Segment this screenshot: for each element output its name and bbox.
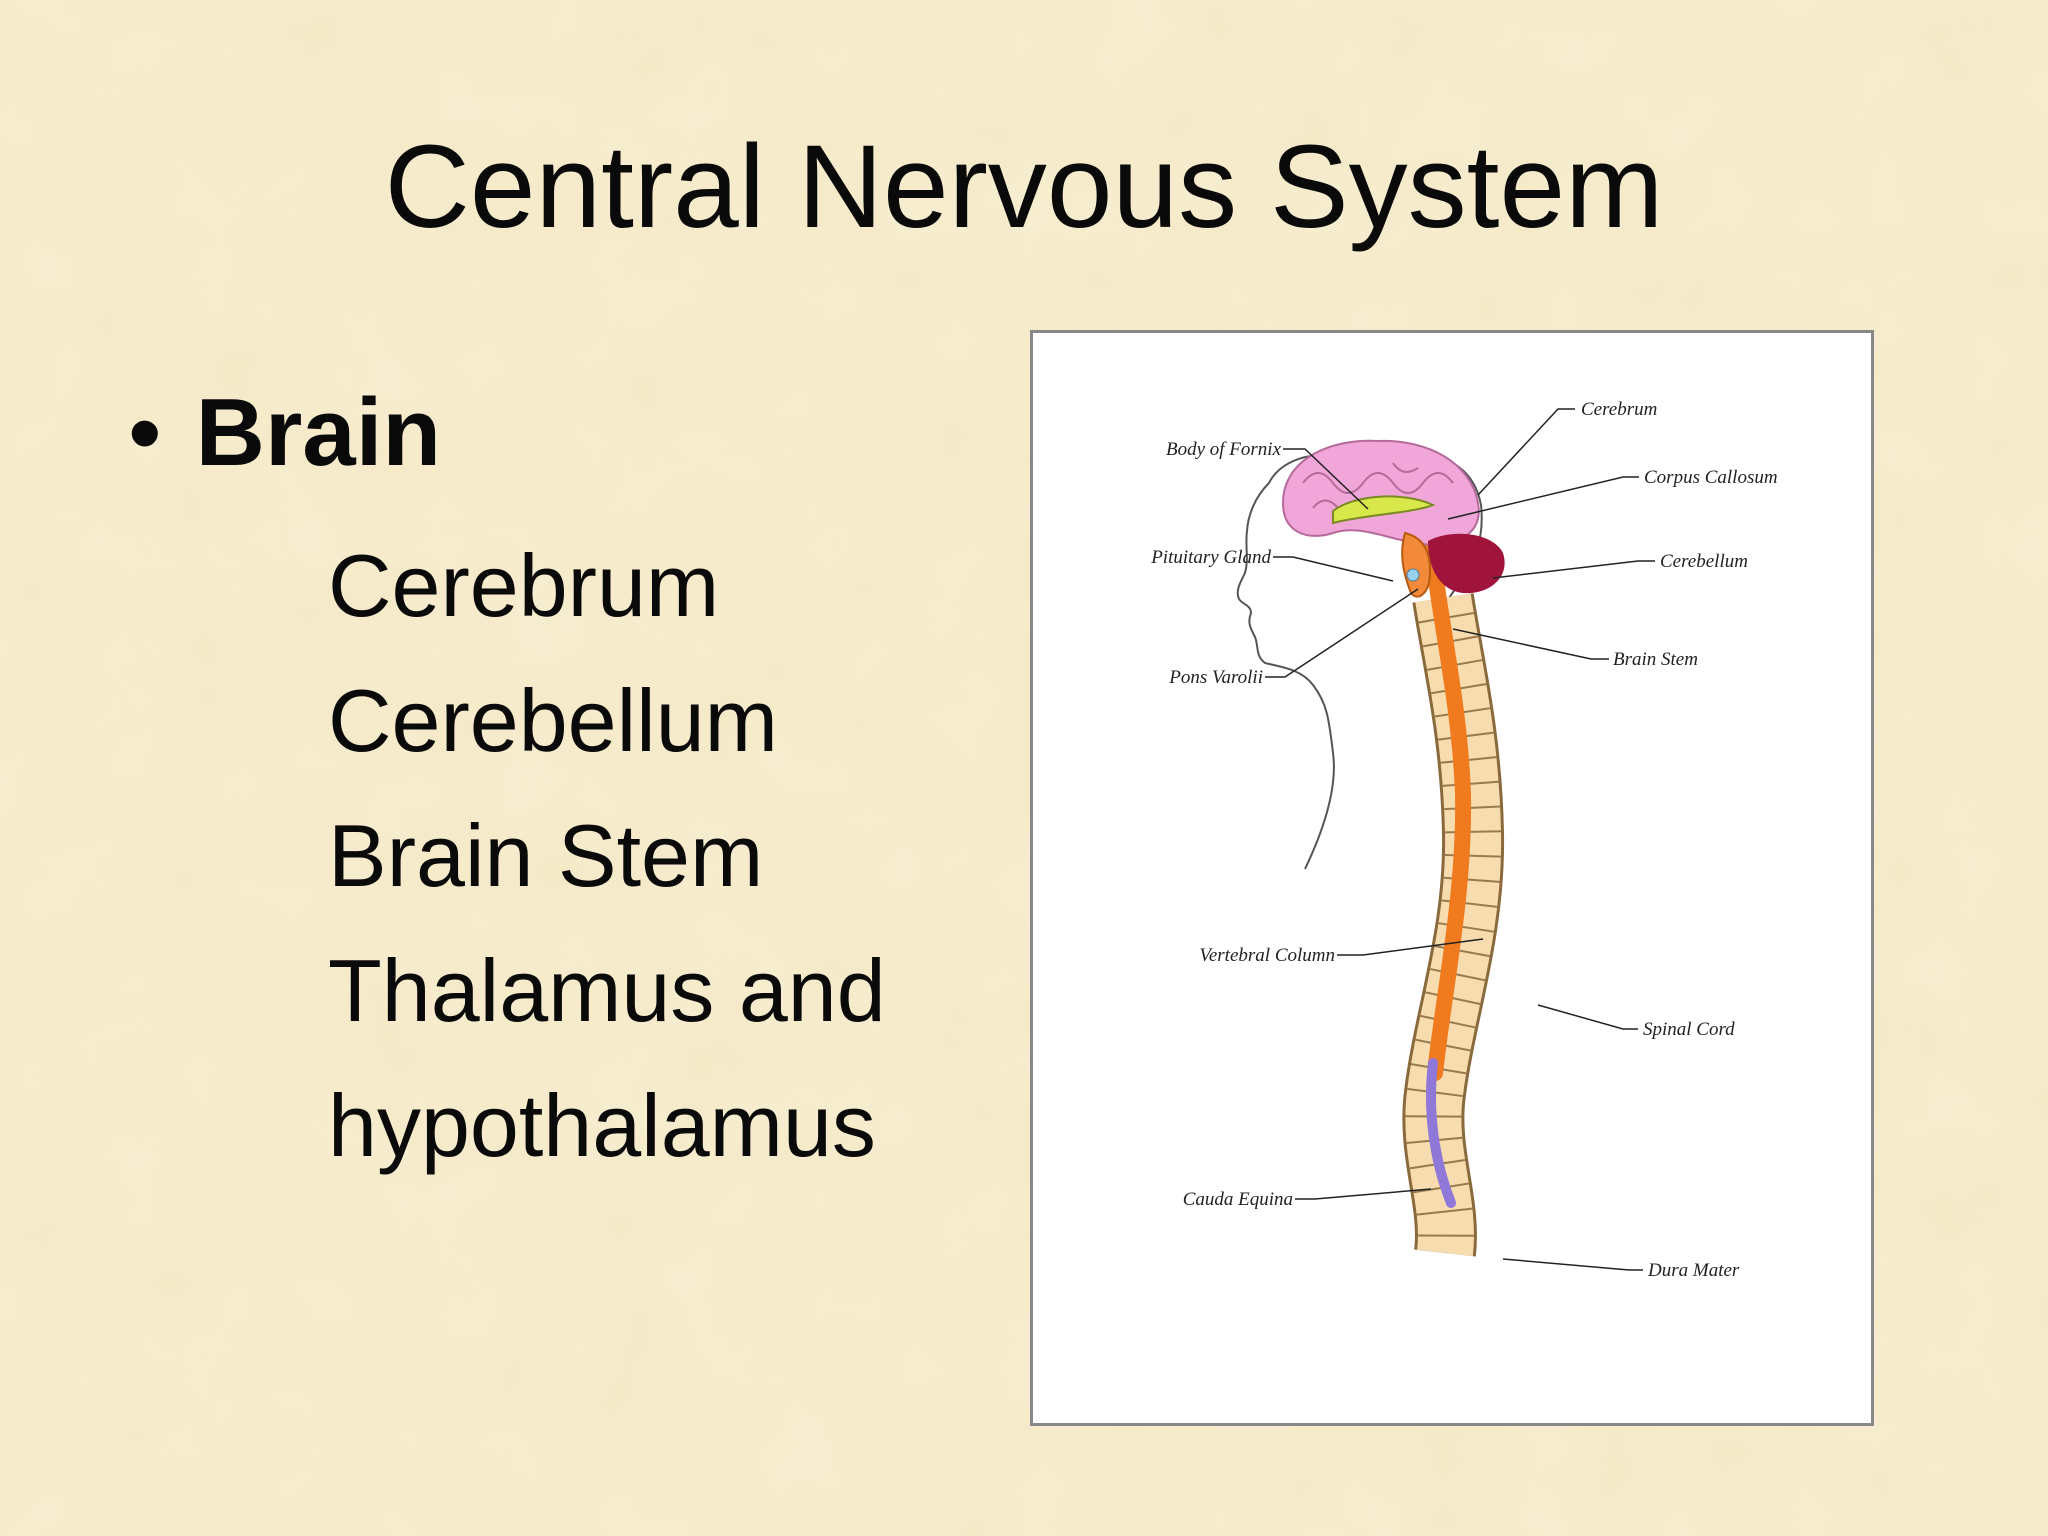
bullet-dot-icon: •	[128, 379, 162, 486]
pituitary-gland	[1406, 568, 1420, 582]
head-outline	[1236, 453, 1335, 870]
vertebra-separator	[1416, 1207, 1473, 1216]
vertebra-separator	[1430, 968, 1486, 982]
label-pons-varolii: Pons Varolii	[1168, 667, 1263, 688]
label-body-of-fornix: Body of Fornix	[1166, 439, 1282, 460]
label-cerebellum: Cerebellum	[1660, 551, 1748, 572]
label-dura-mater: Dura Mater	[1647, 1260, 1740, 1281]
list-item: Cerebellum	[328, 671, 778, 770]
label-spinal-cord: Spinal Cord	[1643, 1019, 1735, 1040]
label-vertebral-column: Vertebral Column	[1199, 945, 1335, 966]
brain-stem	[1401, 531, 1431, 598]
label-cerebrum: Cerebrum	[1581, 399, 1657, 420]
cns-diagram-figure: Cerebrum Body of Fornix Corpus Callosum …	[1030, 330, 1874, 1426]
label-brain-stem: Brain Stem	[1613, 649, 1698, 670]
vertebra-separator	[1434, 945, 1490, 958]
corpus-callosum	[1332, 495, 1436, 525]
list-item: Cerebrum	[328, 536, 720, 635]
spinal-cord	[1423, 525, 1472, 1081]
list-item: hypothalamus	[328, 1076, 876, 1175]
label-corpus-callosum: Corpus Callosum	[1644, 467, 1778, 488]
vertebra-separator	[1442, 780, 1499, 787]
bullet-item-brain: • Brain	[128, 385, 441, 481]
cerebellum	[1428, 533, 1505, 594]
cns-diagram: Cerebrum Body of Fornix Corpus Callosum …	[1150, 399, 1778, 1281]
vertebra-separator	[1444, 805, 1501, 811]
list-item: Thalamus and	[328, 941, 886, 1040]
vertebra-separator	[1444, 830, 1501, 834]
leader-lines	[1265, 408, 1655, 1271]
list-item: Brain Stem	[328, 806, 764, 905]
slide-title: Central Nervous System	[384, 121, 1664, 253]
dura-mater	[1426, 1058, 1456, 1208]
label-pituitary-gland: Pituitary Gland	[1150, 547, 1271, 568]
bullet-label: Brain	[195, 379, 441, 486]
brain-parts-list: Cerebrum Cerebellum Brain Stem Thalamus …	[328, 518, 886, 1193]
cerebrum	[1281, 439, 1480, 547]
label-cauda-equina: Cauda Equina	[1183, 1189, 1293, 1210]
